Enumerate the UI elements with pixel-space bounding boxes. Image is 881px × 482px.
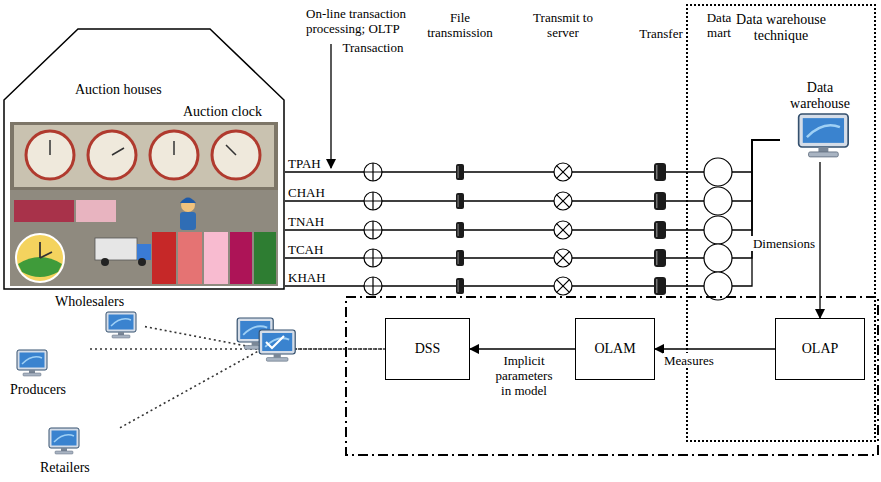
transmit-symbol bbox=[554, 249, 572, 267]
warehouse-computer bbox=[799, 114, 849, 157]
node-label: OLAM bbox=[594, 341, 635, 357]
process-box: OLAM bbox=[575, 318, 655, 380]
data-mart-circle bbox=[704, 272, 732, 300]
node-label: Wholesalers bbox=[55, 294, 145, 310]
field bbox=[18, 257, 62, 277]
connector bbox=[285, 140, 780, 258]
clock-hands bbox=[50, 140, 236, 155]
edge-label: Measures bbox=[663, 353, 715, 368]
auction-photo bbox=[10, 122, 278, 286]
region-title: Data warehouse technique bbox=[726, 12, 836, 44]
edge-label: TPAH bbox=[287, 156, 322, 171]
transfer-block bbox=[654, 277, 666, 295]
connector bbox=[285, 140, 780, 201]
flower-bunch bbox=[152, 232, 176, 284]
file-block bbox=[456, 193, 464, 209]
connector bbox=[285, 140, 780, 286]
flower-bunch bbox=[254, 232, 276, 284]
user-computer: Producers bbox=[10, 348, 90, 398]
flower-crate bbox=[76, 200, 116, 222]
node-label: Auction clock bbox=[183, 104, 262, 120]
technique-region: Data warehouse techniqueData warehouseOL… bbox=[686, 4, 876, 442]
process-box: DSS bbox=[385, 318, 470, 380]
wheel bbox=[101, 258, 109, 266]
transfer-block bbox=[654, 249, 666, 267]
pipeline-symbols bbox=[364, 158, 732, 300]
transaction-symbol bbox=[364, 192, 382, 210]
column-label: Data mart bbox=[698, 10, 740, 40]
connector bbox=[470, 348, 575, 349]
edge-label: TNAH bbox=[287, 214, 325, 229]
computer-icon bbox=[49, 428, 79, 454]
file-block bbox=[456, 250, 464, 266]
house-outline bbox=[3, 28, 285, 290]
flower-bunch bbox=[230, 232, 252, 284]
transaction-symbol bbox=[364, 163, 382, 181]
check-mark bbox=[266, 336, 284, 348]
connector bbox=[285, 140, 780, 230]
wheel bbox=[138, 258, 146, 266]
transaction-symbol bbox=[364, 277, 382, 295]
node-label: DSS bbox=[415, 341, 441, 357]
user-computer: Wholesalers bbox=[55, 294, 145, 342]
edge-label: KHAH bbox=[287, 270, 327, 285]
photo-ground bbox=[10, 122, 278, 286]
node-label: Producers bbox=[10, 382, 90, 398]
transmit-symbol bbox=[554, 221, 572, 239]
data-mart-circle bbox=[704, 158, 732, 186]
worker-cap bbox=[180, 198, 196, 204]
worker-head bbox=[181, 198, 195, 212]
column-label: Transmit to server bbox=[532, 10, 594, 40]
analysis-region bbox=[346, 297, 878, 455]
clock-hands bbox=[40, 242, 52, 258]
auction-house: Auction housesAuction clock bbox=[3, 28, 285, 290]
transmit-symbol bbox=[554, 163, 572, 181]
transfer-block bbox=[654, 221, 666, 239]
edge-label: CHAH bbox=[287, 185, 326, 200]
user-computer: Retailers bbox=[40, 424, 120, 476]
clock-icon bbox=[16, 234, 64, 282]
file-block bbox=[456, 164, 464, 180]
column-label: Transfer bbox=[632, 26, 690, 41]
truck bbox=[95, 238, 137, 260]
truck-cab bbox=[137, 244, 151, 260]
flower-bunch bbox=[178, 232, 202, 284]
node-label: Retailers bbox=[40, 460, 120, 476]
transfer-block bbox=[654, 192, 666, 210]
process-box: OLAP bbox=[775, 318, 865, 380]
hub-computer bbox=[259, 330, 295, 361]
edge-label: Implicit parameters in model bbox=[490, 353, 558, 398]
data-mart-circle bbox=[704, 187, 732, 215]
clock-board bbox=[14, 125, 274, 187]
node-label: Auction houses bbox=[75, 82, 162, 98]
oltp-pointer bbox=[330, 44, 331, 168]
transmit-symbol bbox=[554, 277, 572, 295]
data-mart-circle bbox=[704, 216, 732, 244]
transmit-symbol bbox=[554, 192, 572, 210]
data-mart-circle bbox=[704, 244, 732, 272]
file-block bbox=[456, 222, 464, 238]
transaction-symbol bbox=[364, 249, 382, 267]
transfer-block bbox=[654, 163, 666, 181]
column-label: On-line transaction processing; OLTP bbox=[306, 6, 418, 36]
edge-label: TCAH bbox=[287, 242, 324, 257]
file-block bbox=[456, 278, 464, 294]
computer-icon bbox=[17, 350, 47, 376]
connector bbox=[655, 348, 775, 349]
data-warehouse: Data warehouse bbox=[780, 80, 860, 162]
house-outline-shape bbox=[4, 29, 284, 289]
computer-icon bbox=[106, 312, 136, 338]
column-label: Transaction bbox=[338, 40, 408, 55]
worker-body bbox=[180, 212, 196, 230]
flower-bunch bbox=[204, 232, 228, 284]
flower-crate bbox=[14, 200, 74, 222]
node-label: Data warehouse bbox=[780, 80, 860, 112]
floor bbox=[10, 190, 278, 286]
edge-label: Dimensions bbox=[744, 236, 816, 251]
transaction-symbol bbox=[364, 221, 382, 239]
node-label: OLAP bbox=[802, 341, 839, 357]
connector bbox=[819, 162, 820, 318]
column-label: File transmission bbox=[420, 10, 500, 40]
